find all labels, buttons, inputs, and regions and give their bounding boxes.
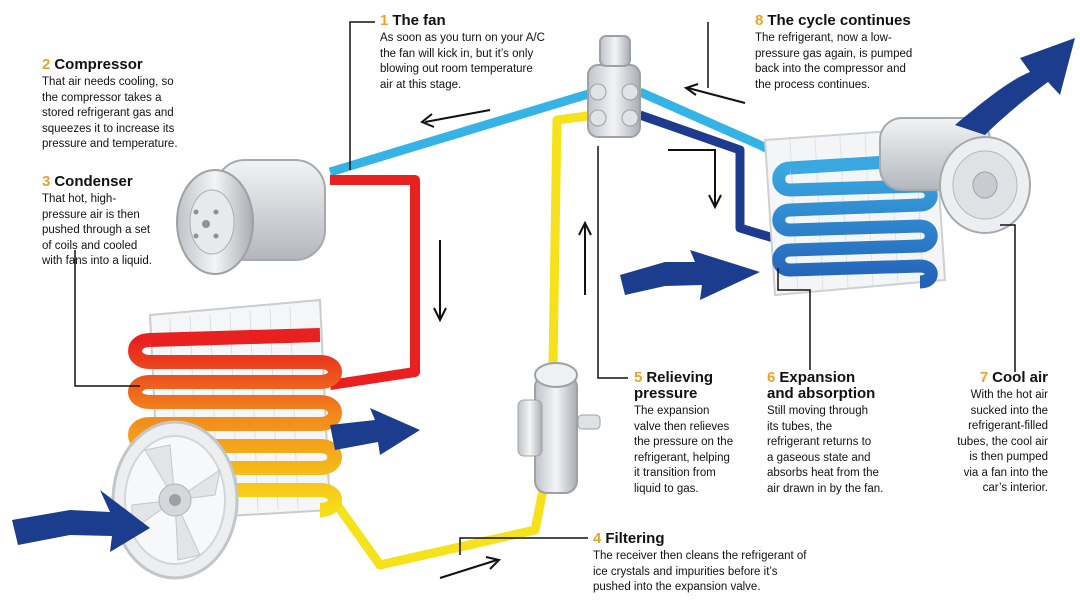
- step-3-number: 3: [42, 173, 51, 190]
- step-7-title: Cool air: [992, 369, 1048, 386]
- leader-lines: [74, 21, 1016, 555]
- compressor: [176, 159, 326, 275]
- airflow-in-left-arrow: [12, 490, 150, 552]
- step-5-title-line1: Relieving: [646, 369, 714, 386]
- airflow-through-condenser-arrow: [330, 408, 420, 455]
- step-8-number: 8: [755, 12, 764, 29]
- airflow-to-evaporator-arrow: [620, 250, 760, 300]
- expansion-valve: [587, 35, 641, 138]
- condenser-fan: [111, 420, 239, 580]
- step-5-text: The expansion valve then relieves the pr…: [634, 405, 734, 495]
- step-1-text: As soon as you turn on your A/C the fan …: [380, 32, 545, 91]
- step-3-text: That hot, high- pressure air is then pus…: [42, 193, 152, 267]
- step-4-number: 4: [593, 530, 602, 547]
- step-6-text: Still moving through its tubes, the refr…: [767, 405, 884, 495]
- cool-air-out-arrow: [955, 38, 1075, 135]
- step-5-title-line2: pressure: [634, 385, 698, 402]
- step-2-number: 2: [42, 56, 51, 73]
- step-1-title: The fan: [392, 12, 446, 29]
- blower-fan: [879, 117, 1031, 234]
- step-7-number: 7: [979, 369, 989, 386]
- step-2-title: Compressor: [54, 56, 143, 73]
- flow-arrows: [420, 83, 746, 579]
- step-4-text: The receiver then cleans the refrigerant…: [593, 550, 807, 593]
- step-6-number: 6: [767, 369, 776, 386]
- step-5-number: 5: [634, 369, 643, 386]
- receiver-drier: [517, 362, 601, 494]
- hot-refrigerant-pipe: [329, 175, 420, 390]
- filtered-refrigerant-pipe: [326, 110, 596, 570]
- step-3-title: Condenser: [54, 173, 133, 190]
- step-8-title: The cycle continues: [767, 12, 911, 29]
- step-6-title-line1: Expansion: [779, 369, 856, 386]
- step-1-number: 1: [380, 12, 389, 29]
- low-pressure-gas-pipe: [328, 87, 597, 177]
- step-8-text: The refrigerant, now a low- pressure gas…: [755, 32, 913, 91]
- step-2-text: That air needs cooling, so the compresso…: [42, 76, 178, 150]
- step-7-text: With the hot air sucked into the refrige…: [957, 389, 1048, 494]
- step-6-title-line2: and absorption: [767, 385, 876, 402]
- step-4-title: Filtering: [605, 530, 665, 547]
